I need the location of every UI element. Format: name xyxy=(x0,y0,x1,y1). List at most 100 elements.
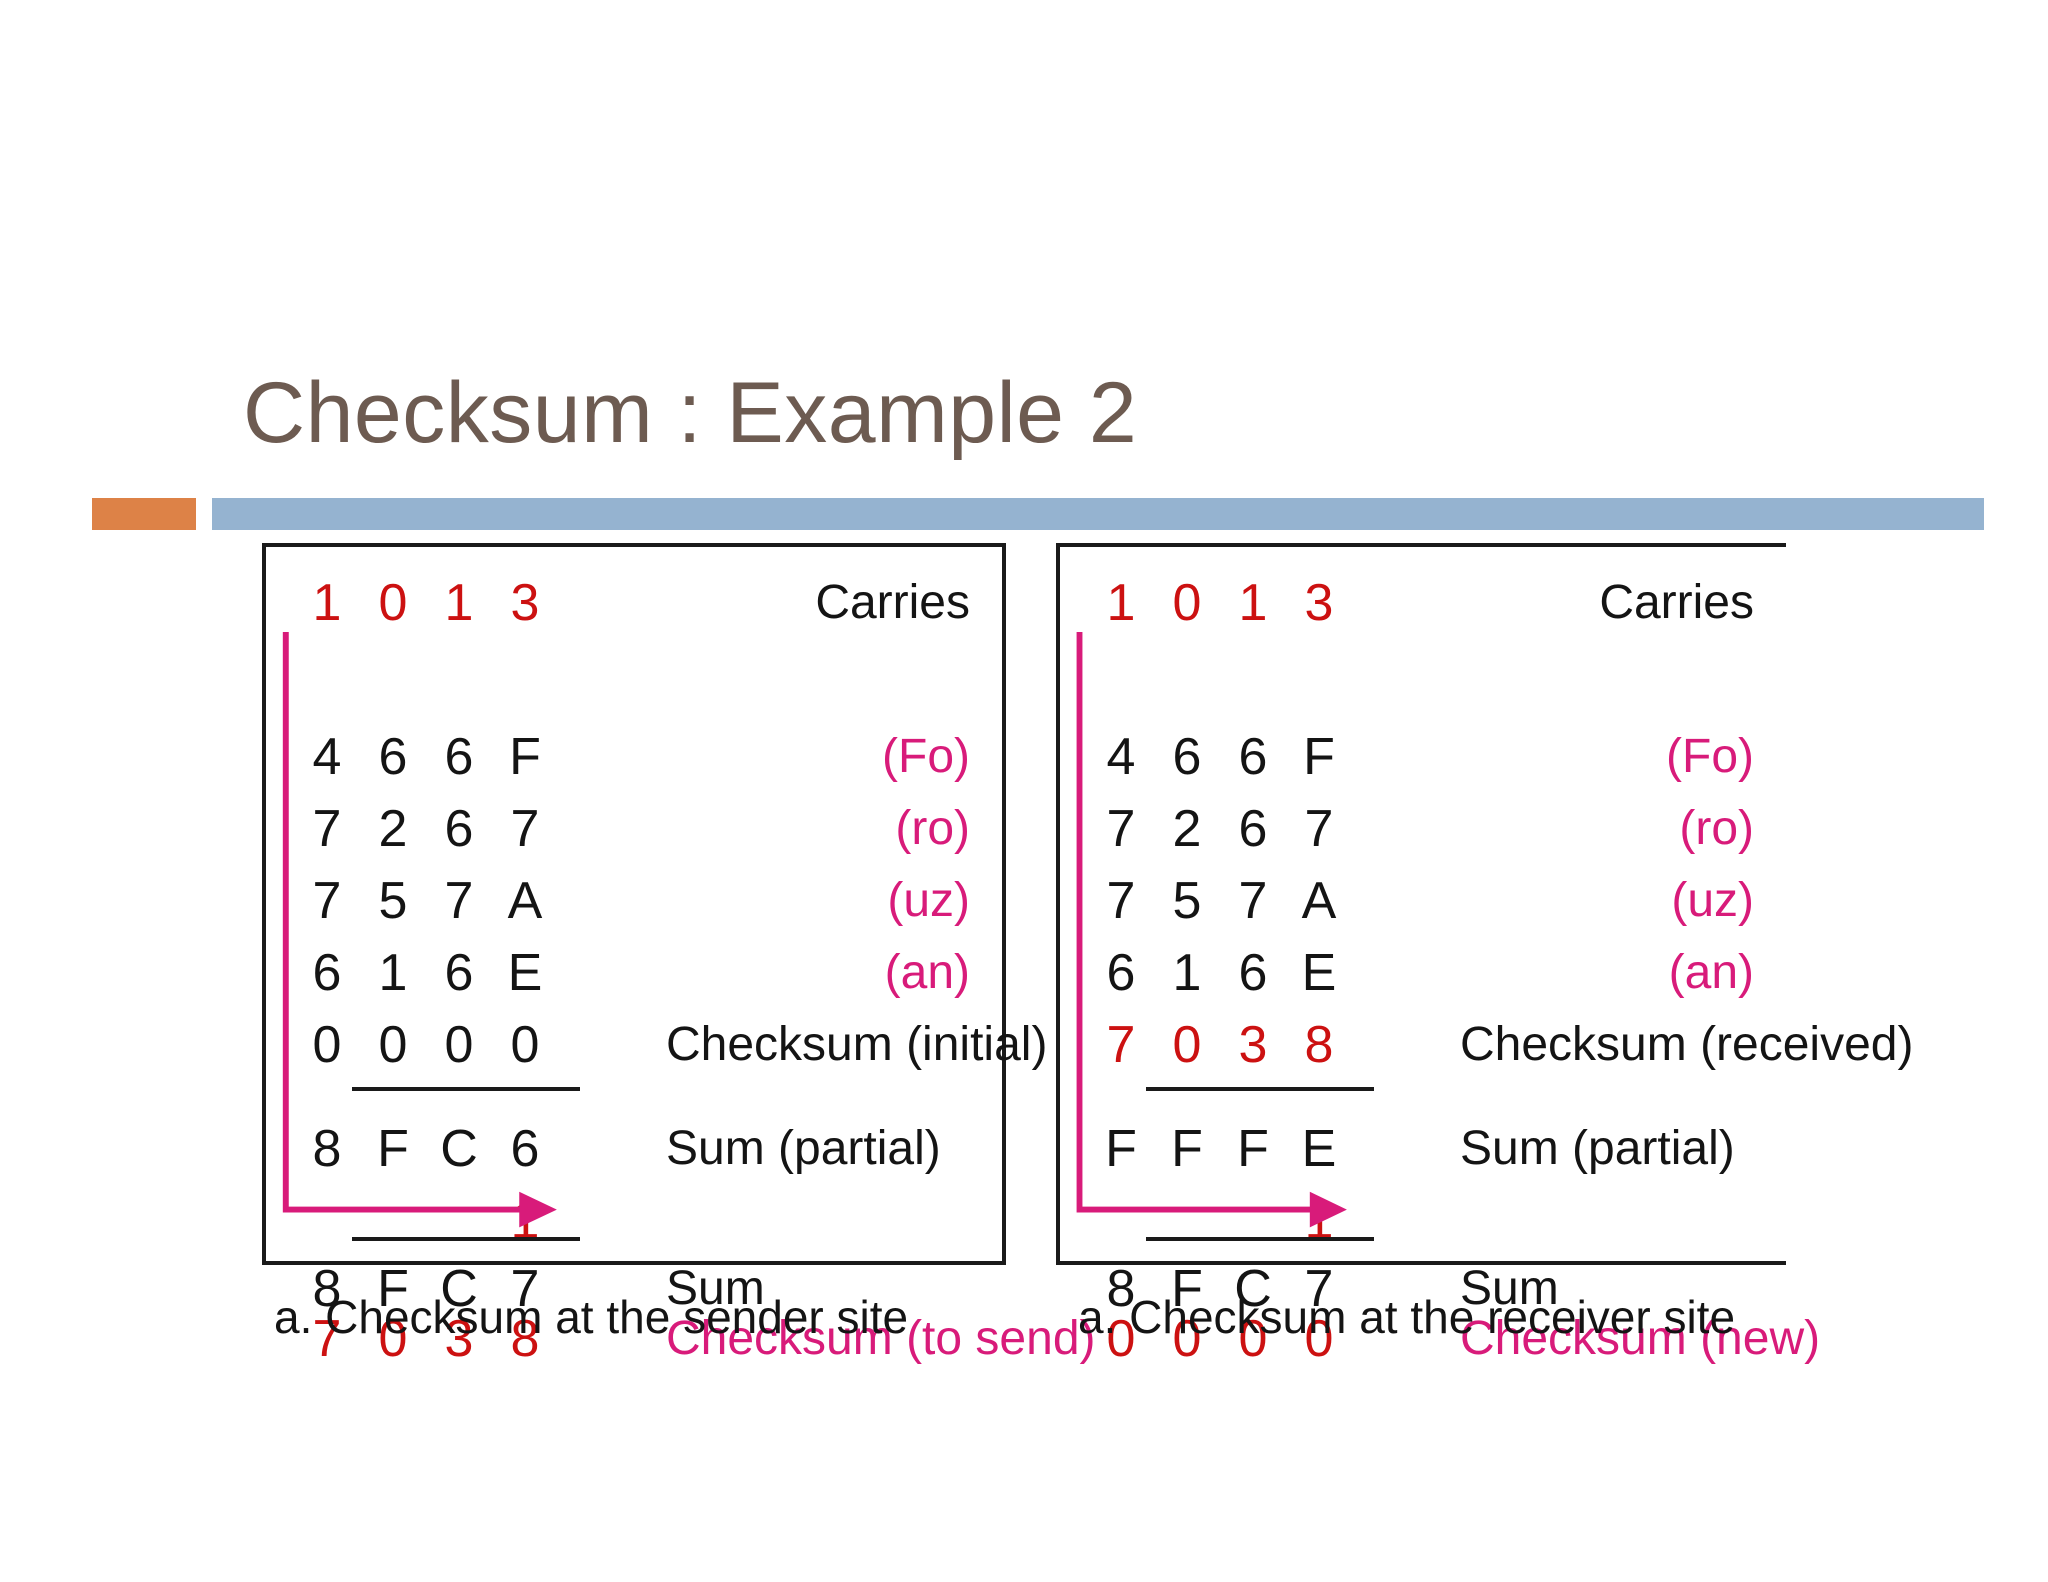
row-label-word-an: (an) xyxy=(884,946,970,999)
digit-cell: 7 xyxy=(312,1310,342,1368)
digit-cell: C xyxy=(1234,1260,1272,1318)
digit-cell: 0 xyxy=(378,1016,408,1074)
digit-cell: 5 xyxy=(1172,872,1202,930)
row-label-carries: Carries xyxy=(1599,576,1754,629)
digit-cell: 0 xyxy=(312,1016,342,1074)
row-label-word-ro: (ro) xyxy=(895,802,970,855)
digit-cell: 6 xyxy=(1172,728,1202,786)
digit-cell: F xyxy=(1171,1260,1203,1318)
digit-cell: 7 xyxy=(312,800,342,858)
digit-cell: 8 xyxy=(312,1260,342,1318)
digit-cell: 0 xyxy=(1172,1310,1202,1368)
summation-rule-1 xyxy=(352,1087,580,1091)
digit-cell: 0 xyxy=(378,574,408,632)
row-label-word-uz: (uz) xyxy=(887,874,970,927)
digit-cell: 3 xyxy=(444,1310,474,1368)
summation-rule-2 xyxy=(1146,1237,1374,1241)
digit-cell: 8 xyxy=(510,1310,540,1368)
digit-cell: 0 xyxy=(444,1016,474,1074)
digit-cell: C xyxy=(440,1260,478,1318)
digit-cell: 8 xyxy=(1106,1260,1136,1318)
digit-cell: 7 xyxy=(1106,1016,1136,1074)
digit-cell: 0 xyxy=(378,1310,408,1368)
row-label-carries: Carries xyxy=(815,576,970,629)
row-label-word-ro: (ro) xyxy=(1679,802,1754,855)
digit-cell: 6 xyxy=(444,800,474,858)
digit-cell: 3 xyxy=(1238,1016,1268,1074)
digit-cell: A xyxy=(1301,872,1337,930)
row-label-checksum-to-send: Checksum (to send) xyxy=(666,1312,1096,1365)
digit-cell: 7 xyxy=(1106,872,1136,930)
accent-bar-blue xyxy=(212,498,1984,530)
row-label-checksum-initial: Checksum (initial) xyxy=(666,1018,1048,1071)
digit-cell: 8 xyxy=(312,1120,342,1178)
digit-cell: 7 xyxy=(510,1260,540,1318)
digit-cell: 2 xyxy=(378,800,408,858)
row-label-sum-partial: Sum (partial) xyxy=(1460,1122,1735,1175)
digit-cell: 0 xyxy=(510,1016,540,1074)
row-label-word-uz: (uz) xyxy=(1671,874,1754,927)
digit-cell: 6 xyxy=(1106,944,1136,1002)
row-label-sum-partial: Sum (partial) xyxy=(666,1122,941,1175)
digit-cell: F xyxy=(1171,1120,1203,1178)
digit-cell xyxy=(1088,1195,1154,1247)
digit-cell: A xyxy=(507,872,543,930)
accent-bar-orange xyxy=(92,498,196,530)
row-label-word-fo: (Fo) xyxy=(882,730,970,783)
caption-sender: a. Checksum at the sender site xyxy=(274,1291,909,1343)
digit-cell: E xyxy=(1301,1120,1337,1178)
digit-cell: 1 xyxy=(1238,574,1268,632)
figure-row-wrapped-carry: 1 xyxy=(266,1189,1002,1253)
row-label-word-fo: (Fo) xyxy=(1666,730,1754,783)
digit-cell: E xyxy=(1301,944,1337,1002)
digit-cell: 6 xyxy=(444,944,474,1002)
digit-cell: 1 xyxy=(1106,574,1136,632)
digit-cell: 7 xyxy=(312,872,342,930)
digit-cell: F xyxy=(1303,728,1335,786)
digit-cell: 1 xyxy=(444,574,474,632)
digit-cell: F xyxy=(1105,1120,1137,1178)
digit-cell: 1 xyxy=(312,574,342,632)
digit-cell: 7 xyxy=(444,872,474,930)
digit-cell: F xyxy=(377,1260,409,1318)
digit-cell: 4 xyxy=(312,728,342,786)
digit-cell: 0 xyxy=(1238,1310,1268,1368)
digit-cell: 0 xyxy=(1106,1310,1136,1368)
digit-cell: 7 xyxy=(1106,800,1136,858)
digit-cell: 6 xyxy=(1238,728,1268,786)
digit-cell: 8 xyxy=(1304,1016,1334,1074)
digit-cell: F xyxy=(377,1120,409,1178)
digit-cell: 3 xyxy=(510,574,540,632)
digit-cell: 7 xyxy=(1304,1260,1334,1318)
page-title: Checksum : Example 2 xyxy=(243,365,1138,461)
summation-rule-2 xyxy=(352,1237,580,1241)
figure-row-wrapped-carry: 1 xyxy=(1060,1189,1786,1253)
digit-cell xyxy=(294,1195,360,1247)
digit-cell: 3 xyxy=(1304,574,1334,632)
